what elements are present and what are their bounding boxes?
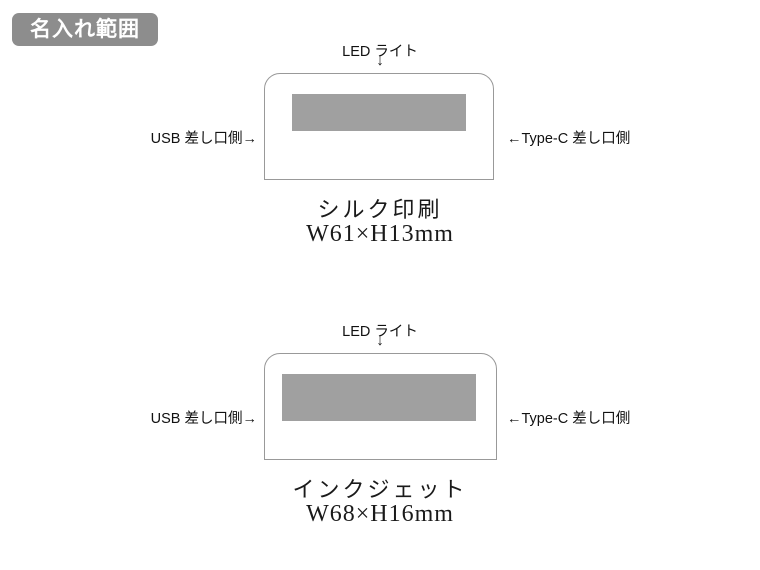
print-method-caption: インクジェット	[292, 477, 468, 502]
print-area	[282, 374, 476, 421]
down-arrow-icon: ↓	[376, 52, 384, 69]
type-c-side-label: ←Type-C 差し口側	[507, 131, 631, 147]
down-arrow-icon: ↓	[376, 332, 384, 349]
usb-side-label: USB 差し口側→	[150, 131, 257, 147]
device-outline	[264, 73, 494, 180]
silk-print-diagram: LED ライト ↓ USB 差し口側→ ←Type-C 差し口側 シルク印刷 W…	[0, 0, 760, 260]
print-size-caption: W61×H13mm	[306, 221, 454, 247]
inkjet-print-diagram: LED ライト ↓ USB 差し口側→ ←Type-C 差し口側 インクジェット…	[0, 280, 760, 540]
type-c-side-label: ←Type-C 差し口側	[507, 411, 631, 427]
print-size-caption: W68×H16mm	[306, 501, 454, 527]
print-method-caption: シルク印刷	[317, 197, 443, 222]
imprint-area-badge: 名入れ範囲	[12, 13, 158, 46]
usb-side-label: USB 差し口側→	[150, 411, 257, 427]
led-light-label: LED ライト	[342, 324, 418, 340]
device-outline	[264, 353, 497, 460]
led-light-label: LED ライト	[342, 44, 418, 60]
print-area	[292, 94, 466, 131]
